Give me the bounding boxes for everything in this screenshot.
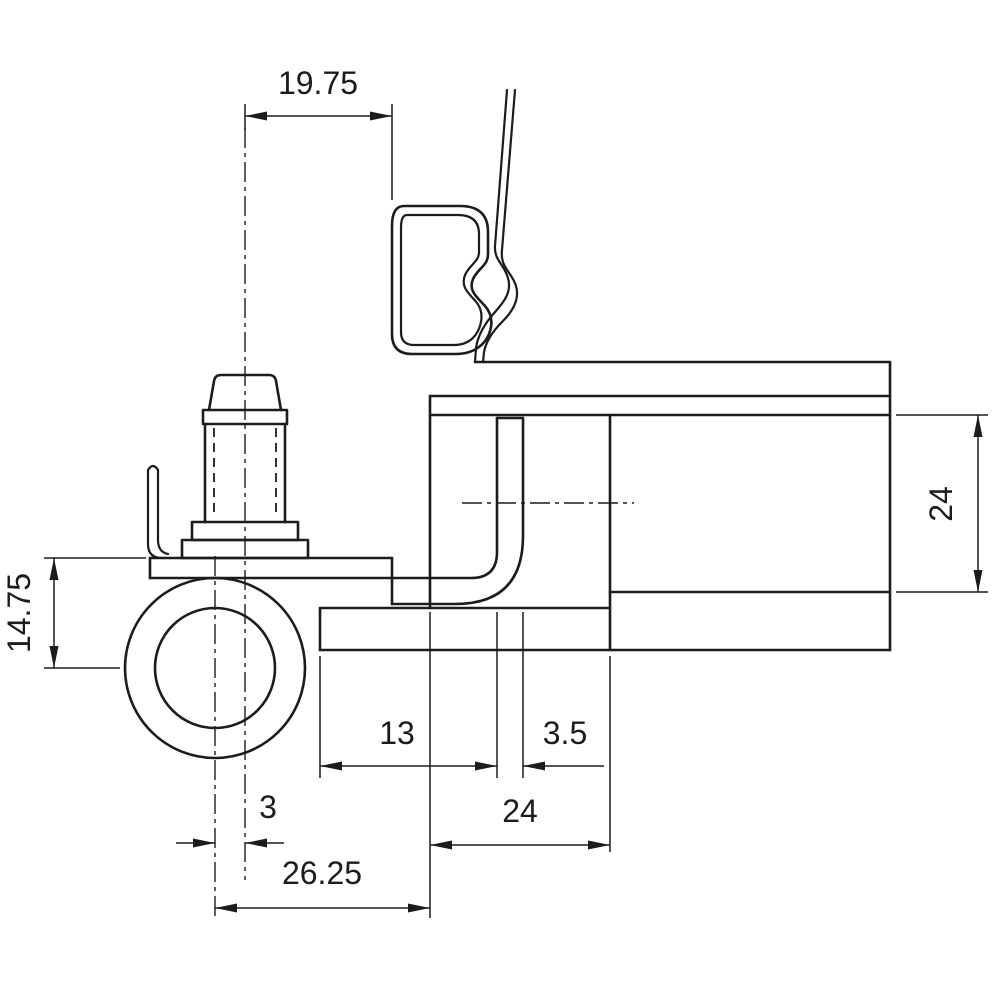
dim-label-leaf-thickness: 3.5 xyxy=(543,715,587,751)
arrowhead xyxy=(430,840,452,850)
dimension-rebate-width: 24 xyxy=(429,612,611,918)
clip-outer-line xyxy=(146,468,164,560)
dim-label-axis-to-frame-edge: 26.25 xyxy=(282,855,362,891)
door-panel-inner-line xyxy=(473,88,511,364)
frame-leaf-outer-face xyxy=(390,416,525,606)
dim-label-rebate-width: 24 xyxy=(502,793,538,829)
extension-line xyxy=(319,612,498,778)
rolled-profile xyxy=(390,204,493,356)
barrel-outer-circle xyxy=(123,576,307,760)
dim-label-leaf-inset: 13 xyxy=(379,715,415,751)
dimension-leaf-inset: 13 xyxy=(319,612,498,778)
retaining-clip xyxy=(146,464,170,560)
dim-label-pin-to-frame-face: 19.75 xyxy=(278,65,358,101)
extension-line xyxy=(896,414,988,593)
centerlines xyxy=(214,128,634,918)
extension-line xyxy=(429,612,611,918)
pin-washer-lower xyxy=(180,538,310,560)
arrowhead xyxy=(193,838,215,848)
arrowhead xyxy=(215,903,237,913)
arrowhead xyxy=(370,111,392,121)
arrowhead xyxy=(49,646,59,668)
extension-line xyxy=(44,557,146,669)
arrowhead xyxy=(49,558,59,580)
dimension-leaf-thickness: 3.5 xyxy=(522,612,604,778)
arrowhead xyxy=(245,111,267,121)
frame-leaf-inner-face xyxy=(390,416,499,580)
dim-label-axis-offset: 3 xyxy=(259,789,277,825)
arrowhead xyxy=(475,761,497,771)
arrowhead xyxy=(245,838,267,848)
door-panel-sheet xyxy=(473,88,519,364)
dim-label-rebate-height: 24 xyxy=(923,486,959,522)
rolled-profile-inner xyxy=(399,213,483,347)
arrowhead xyxy=(320,761,342,771)
arrowhead xyxy=(408,903,430,913)
arrowhead xyxy=(973,570,983,592)
door-leaf-plate xyxy=(148,556,394,580)
dimension-rebate-height: 24 xyxy=(896,414,988,593)
door-panel-outer-line xyxy=(481,88,519,364)
extension-line xyxy=(244,104,393,200)
frame-leaf xyxy=(390,416,525,606)
dim-label-plate-to-barrel-axis: 14.75 xyxy=(1,573,37,653)
rolled-profile-outer xyxy=(390,204,493,356)
clip-top-cap xyxy=(146,464,160,472)
dimension-plate-to-barrel-axis: 14.75 xyxy=(1,557,146,669)
clip-inner-line xyxy=(156,468,170,556)
arrowhead xyxy=(588,840,610,850)
dimension-axis-offset: 3 xyxy=(176,789,284,848)
frame-section xyxy=(318,360,892,652)
arrowhead xyxy=(973,415,983,437)
dimension-pin-to-frame-face: 19.75 xyxy=(244,65,393,200)
pin-assembly xyxy=(180,373,310,560)
arrowhead xyxy=(523,761,545,771)
dimension-axis-to-frame-edge: 26.25 xyxy=(215,855,430,913)
